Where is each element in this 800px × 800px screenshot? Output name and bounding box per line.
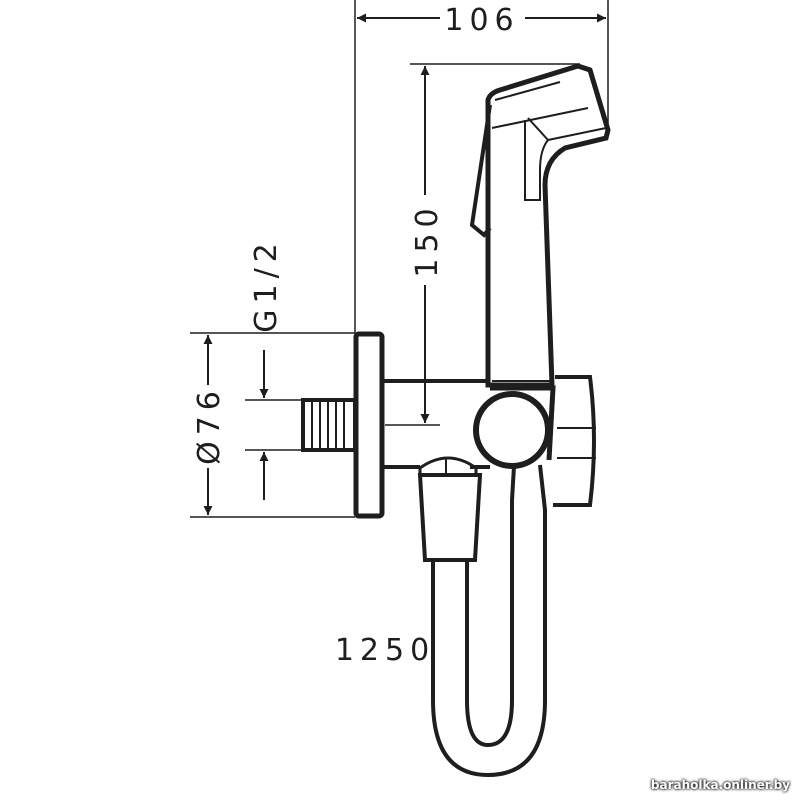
width-dimension xyxy=(354,0,609,333)
height-label: 150 xyxy=(410,202,445,277)
diameter-label: Ø76 xyxy=(192,385,227,465)
hose-length-label: 1250 xyxy=(335,633,435,668)
hose xyxy=(431,464,547,778)
diameter-dimension xyxy=(190,332,355,518)
valve-knob xyxy=(553,375,596,507)
hose-connector xyxy=(473,391,551,469)
width-label: 106 xyxy=(444,3,519,38)
hose-nut xyxy=(417,456,483,562)
wall-plate xyxy=(353,331,385,519)
thread-label: G1/2 xyxy=(249,237,284,333)
thread-dimension xyxy=(245,350,303,500)
watermark: baraholka.onliner.by xyxy=(650,778,790,792)
height-dimension xyxy=(385,63,580,426)
thread-connector xyxy=(301,398,357,452)
